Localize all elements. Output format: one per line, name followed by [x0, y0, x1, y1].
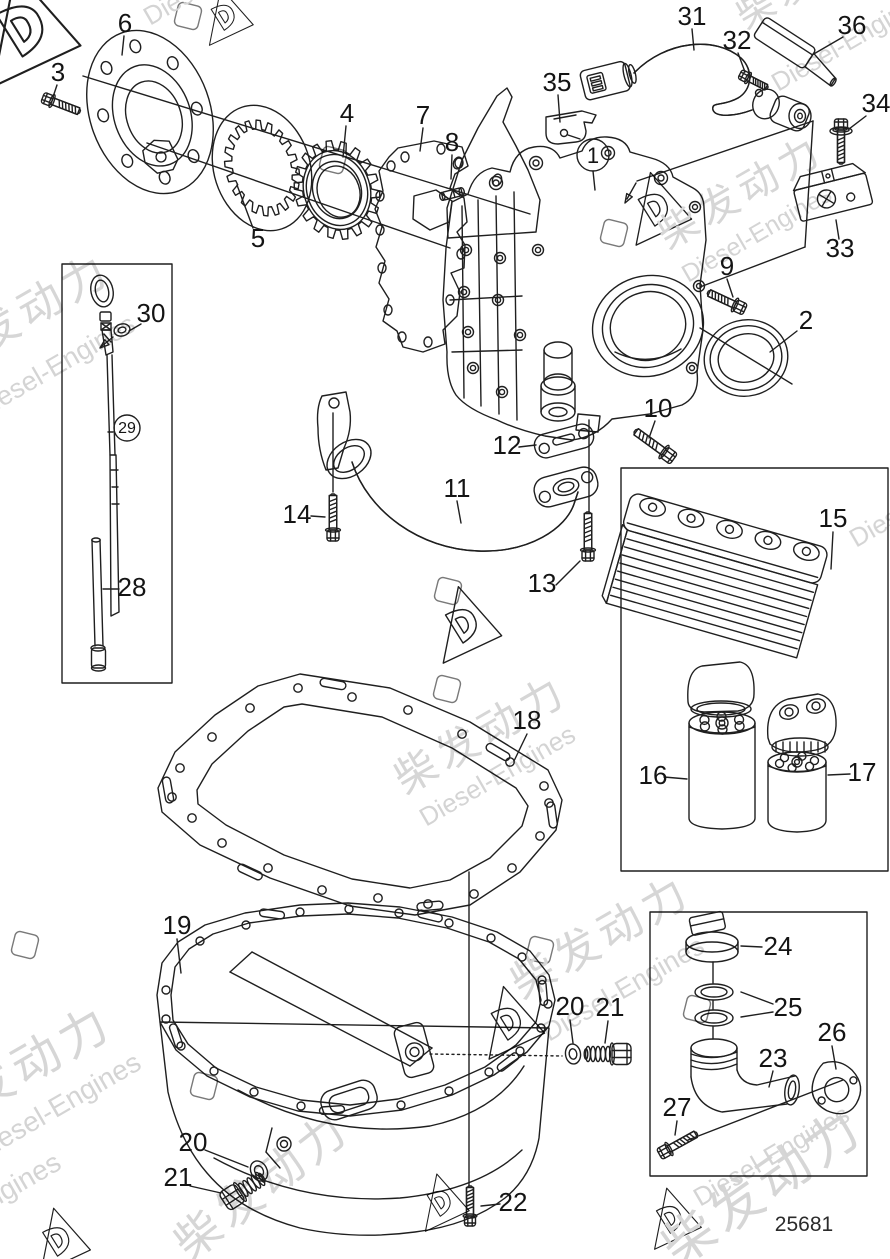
callout-1: 1	[587, 143, 599, 168]
callout-4: 4	[340, 98, 354, 128]
part-5-spline-washer	[211, 104, 313, 232]
callout-9: 9	[720, 251, 734, 281]
part-8-dowel-pin	[438, 186, 466, 202]
part-18-sump-gasket	[157, 673, 563, 916]
drawing-number: 25681	[775, 1213, 833, 1236]
assembly-axis-lines	[82, 75, 451, 249]
part-7-gasket	[374, 140, 469, 353]
part-32-bolt	[737, 69, 769, 91]
callout-16: 16	[639, 760, 668, 790]
part-17-oil-filter	[766, 693, 837, 833]
watermark-text: Diesel-Engines	[138, 0, 304, 31]
part-24-filler-cap	[685, 910, 739, 963]
assembly-axis-lines-front	[446, 187, 793, 385]
part-2-crankshaft-seal	[703, 319, 789, 397]
callout-28: 28	[118, 572, 147, 602]
part-1-oil-pump-housing	[442, 136, 707, 441]
callout-8: 8	[445, 127, 459, 157]
part-25-sealing-rings	[694, 961, 734, 1040]
part-21-drain-plug-lower	[219, 1171, 266, 1211]
callout-14: 14	[283, 499, 312, 529]
callout-circle-1	[576, 138, 610, 172]
sensor-location-indicator	[624, 120, 814, 288]
callout-34: 34	[862, 88, 890, 118]
part-10-bolt	[633, 427, 678, 465]
part-22-bolt	[462, 1185, 478, 1227]
part-16-oil-filter	[687, 661, 756, 830]
callout-5: 5	[251, 223, 265, 253]
callout-30: 30	[137, 298, 166, 328]
callout-26: 26	[818, 1017, 847, 1047]
watermark-text: 柴发动力	[164, 1100, 361, 1259]
callout-15: 15	[819, 503, 848, 533]
callout-12: 12	[493, 430, 522, 460]
callout-2: 2	[799, 305, 813, 335]
callout-19: 19	[163, 910, 192, 940]
part-9-bolt	[706, 289, 748, 315]
part-15-oil-cooler	[601, 493, 828, 659]
part-35-clamp-bracket	[545, 110, 597, 145]
part-12-gasket	[533, 423, 595, 459]
callout-25: 25	[774, 992, 803, 1022]
callout-7: 7	[416, 100, 430, 130]
watermark-text: Diesel-Engines	[0, 1146, 66, 1259]
part-34-bolt	[829, 118, 853, 165]
part-14-bolt	[324, 412, 342, 542]
watermark-text: Diesel-Engines	[844, 440, 890, 553]
callout-18: 18	[513, 705, 542, 735]
part-27-bolt	[656, 1130, 699, 1160]
detail-box-oil-filler	[649, 911, 868, 1177]
part-36-protective-cap	[753, 17, 837, 87]
part-29-dipstick	[90, 274, 120, 617]
callout-20b: 20	[179, 1127, 208, 1157]
part-6-adapter-plate	[86, 29, 214, 195]
callout-21: 21	[596, 992, 625, 1022]
callout-24: 24	[764, 931, 793, 961]
part-21-drain-plug	[583, 1042, 632, 1066]
part-3-bolt	[40, 92, 82, 116]
watermark-accent-patches	[10, 1, 712, 1101]
callout-27: 27	[663, 1092, 692, 1122]
part-19-oil-sump	[156, 871, 563, 1236]
callout-10: 10	[644, 393, 673, 423]
watermark-logos	[0, 0, 702, 1259]
callout-36: 36	[838, 10, 867, 40]
part-4-drive-gear	[293, 140, 381, 240]
detail-box-dipstick	[61, 263, 173, 684]
part-11-suction-pipe	[316, 391, 599, 552]
part-20-sealing-washer	[564, 1043, 582, 1065]
part-13-bolt	[579, 419, 597, 562]
callout-29: 29	[118, 420, 136, 437]
part-30-seal-ring	[99, 323, 131, 349]
part-33-sensor-bracket	[792, 162, 874, 222]
callout-13: 13	[528, 568, 557, 598]
callout-21b: 21	[164, 1162, 193, 1192]
callout-32: 32	[723, 25, 752, 55]
callout-22: 22	[499, 1187, 528, 1217]
callout-23: 23	[759, 1043, 788, 1073]
callout-circle-29	[113, 414, 141, 442]
callout-20: 20	[556, 991, 585, 1021]
callout-3: 3	[51, 57, 65, 87]
callout-11: 11	[444, 473, 471, 503]
oil-pump-backplate	[446, 87, 541, 239]
part-23-filler-pipe	[687, 1038, 844, 1141]
callout-35: 35	[543, 67, 572, 97]
callout-31: 31	[678, 1, 707, 31]
callout-leader-lines	[52, 28, 867, 1207]
callout-17: 17	[848, 757, 877, 787]
callout-6: 6	[118, 8, 132, 38]
callout-33: 33	[826, 233, 855, 263]
part-28-dipstick-tube	[90, 537, 107, 672]
part-26-gasket	[811, 1060, 862, 1115]
detail-box-oil-filter	[620, 467, 889, 872]
